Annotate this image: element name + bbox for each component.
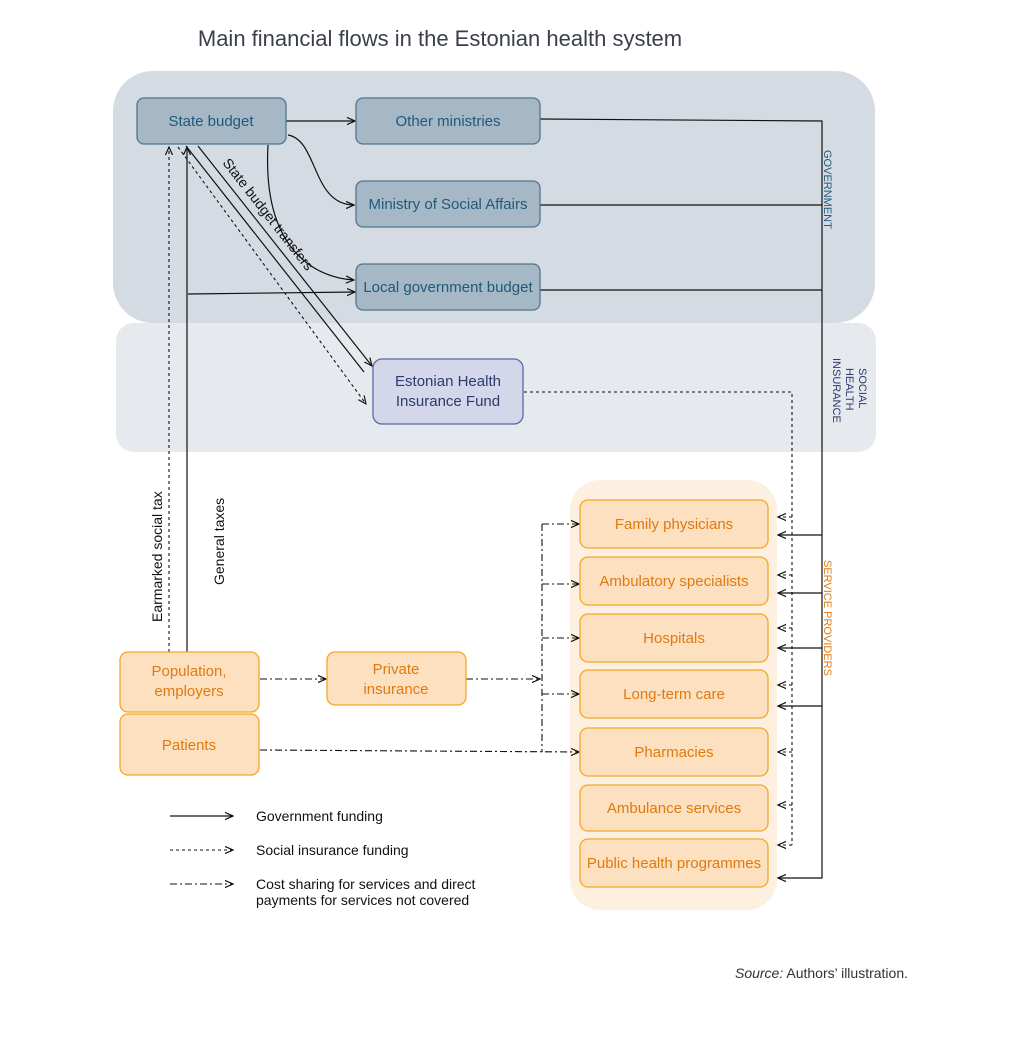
section-label-line: SOCIAL <box>856 368 868 408</box>
population-label-line2: employers <box>154 683 223 700</box>
provider-label: Pharmacies <box>634 744 713 761</box>
provider-label: Ambulance services <box>607 800 741 817</box>
earmarked-social-tax-label: Earmarked social tax <box>149 491 165 622</box>
legend-cost-sharing-line2: payments for services not covered <box>256 892 469 908</box>
private-insurance-label-line1: Private <box>373 661 420 678</box>
provider-label: Public health programmes <box>587 855 761 872</box>
government-funding-flows <box>186 119 823 878</box>
insurance-fund-node[interactable]: Estonian Health Insurance Fund <box>372 358 524 425</box>
provider-label: Ambulatory specialists <box>599 573 748 590</box>
population-employers-node[interactable]: Population, employers <box>119 651 260 713</box>
local-government-budget-label: Local government budget <box>363 279 533 296</box>
legend: Government funding Social insurance fund… <box>170 808 476 908</box>
provider-family-physicians[interactable]: Family physicians <box>579 499 769 549</box>
legend-government-funding: Government funding <box>256 808 383 824</box>
state-budget-node[interactable]: State budget <box>136 97 287 145</box>
population-label-line1: Population, <box>151 663 226 680</box>
section-label-social-health-insurance: SOCIAL HEALTH INSURANCE <box>830 358 868 423</box>
private-insurance-label-line2: insurance <box>363 681 428 698</box>
other-ministries-label: Other ministries <box>395 113 500 130</box>
source-note: Source: Authors’ illustration. <box>735 965 908 981</box>
cost-sharing-flows <box>259 524 579 752</box>
ministry-social-affairs-label: Ministry of Social Affairs <box>369 196 528 213</box>
legend-social-insurance-funding: Social insurance funding <box>256 842 409 858</box>
section-label-line: HEALTH <box>843 368 855 411</box>
insurance-fund-label-line1: Estonian Health <box>395 373 501 390</box>
provider-label: Hospitals <box>643 630 705 647</box>
diagram-title: Main financial flows in the Estonian hea… <box>198 26 682 51</box>
provider-hospitals[interactable]: Hospitals <box>579 613 769 663</box>
provider-pharmacies[interactable]: Pharmacies <box>579 727 769 777</box>
insurance-fund-label-line2: Insurance Fund <box>396 393 500 410</box>
patients-label: Patients <box>162 737 216 754</box>
other-ministries-node[interactable]: Other ministries <box>355 97 541 145</box>
source-text: Authors’ illustration. <box>783 965 908 981</box>
section-label-line: INSURANCE <box>830 358 842 423</box>
provider-public-health-programmes[interactable]: Public health programmes <box>579 838 769 888</box>
social-insurance-funding-flows <box>169 147 793 845</box>
section-label-service-providers: SERVICE PROVIDERS <box>821 560 833 676</box>
provider-ambulance-services[interactable]: Ambulance services <box>579 784 769 832</box>
provider-long-term-care[interactable]: Long-term care <box>579 669 769 719</box>
local-government-budget-node[interactable]: Local government budget <box>355 263 541 311</box>
private-insurance-node[interactable]: Private insurance <box>326 651 467 706</box>
legend-cost-sharing-line1: Cost sharing for services and direct <box>256 876 476 892</box>
patients-node[interactable]: Patients <box>119 713 260 776</box>
state-budget-label: State budget <box>168 113 254 130</box>
source-label: Source: <box>735 965 783 981</box>
provider-ambulatory-specialists[interactable]: Ambulatory specialists <box>579 556 769 606</box>
provider-label: Long-term care <box>623 686 725 703</box>
ministry-social-affairs-node[interactable]: Ministry of Social Affairs <box>355 180 541 228</box>
general-taxes-label: General taxes <box>211 498 227 585</box>
provider-label: Family physicians <box>615 516 733 533</box>
section-label-government: GOVERNMENT <box>821 150 833 229</box>
